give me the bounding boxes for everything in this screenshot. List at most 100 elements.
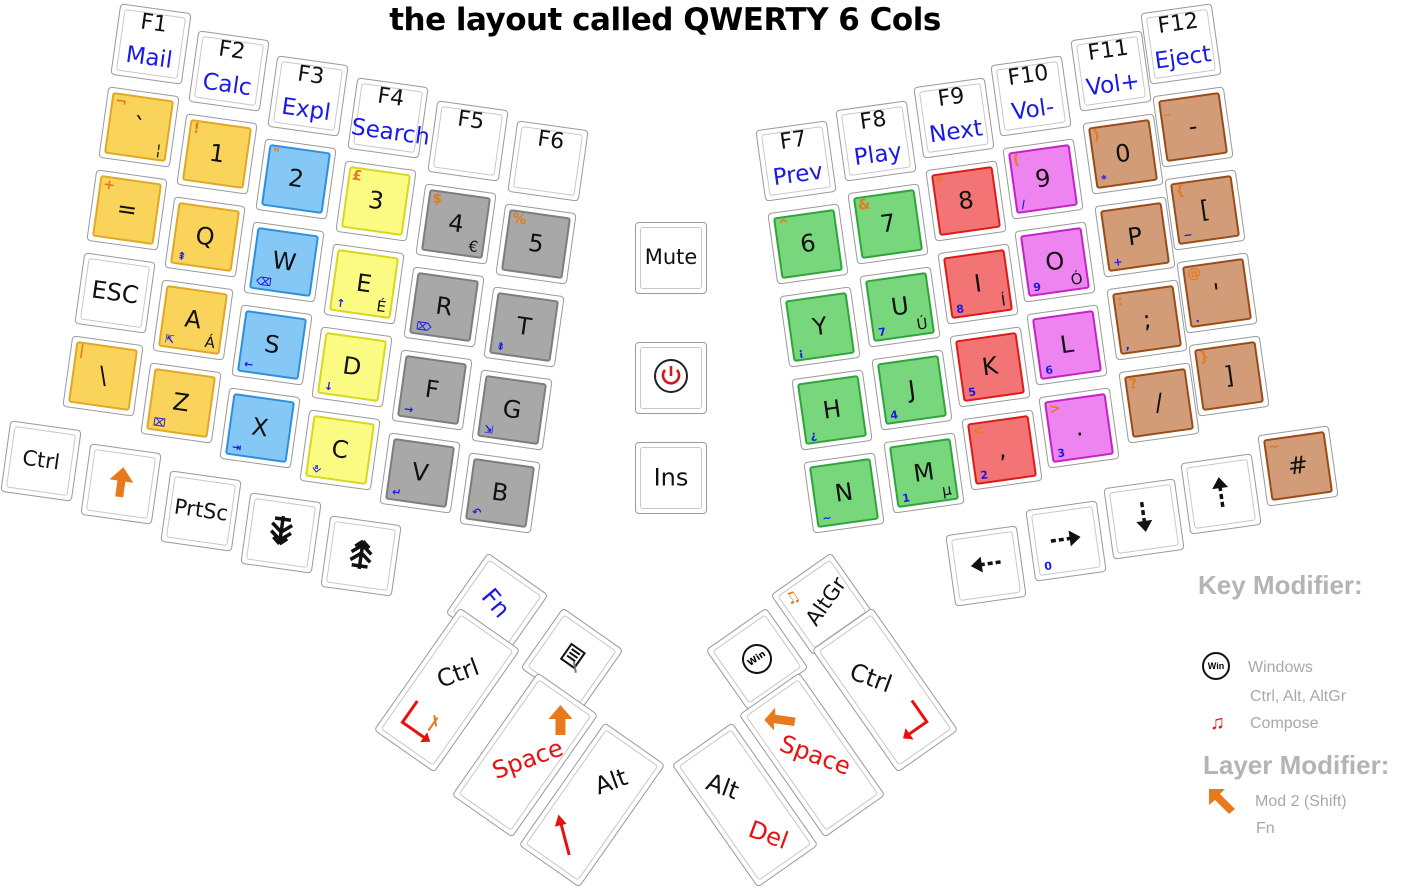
key-arrowrow-3-right[interactable] (1180, 453, 1262, 535)
shift-arrow-icon (536, 697, 582, 745)
legend-ctrl-alt: Ctrl, Alt, AltGr (1250, 688, 1347, 705)
key-bottom-4-right[interactable]: /? (1118, 362, 1200, 444)
key-home-1-left[interactable]: A⇱Á (152, 279, 234, 361)
key-layer-symbol: − (1182, 228, 1194, 243)
key-shift-symbol: ~ (1267, 438, 1281, 456)
key-num-3-right[interactable]: 9(/ (1002, 138, 1084, 220)
key-arrowrow-4-right[interactable]: #~ (1257, 425, 1339, 507)
key-num-3-left[interactable]: 3£ (335, 160, 417, 242)
key-shift-symbol: ^ (777, 216, 791, 234)
key-top-2-left[interactable]: W⌫ (243, 221, 325, 303)
left-alt-key[interactable]: Alt (518, 722, 666, 888)
page-title: the layout called QWERTY 6 Cols (389, 2, 941, 38)
key-num-5-right[interactable]: -_ (1152, 86, 1234, 168)
key-top-0-left[interactable]: =+ (86, 169, 168, 251)
key-top-4-left[interactable]: R⌦ (403, 266, 485, 348)
key-bottom-2-right[interactable]: ,<2 (961, 409, 1043, 491)
key-layer-symbol: ↵ (391, 485, 403, 500)
key-shift-symbol: + (102, 176, 117, 195)
key-num-1-left[interactable]: 1! (176, 113, 258, 195)
legend-windows: Windows (1248, 659, 1313, 676)
key-home-2-left[interactable]: S← (231, 304, 313, 386)
key-fn-5-left[interactable]: F6 (507, 120, 589, 202)
key-bottom-5-right[interactable]: ]} (1188, 335, 1270, 417)
key-layer-symbol: ~ (821, 511, 833, 526)
right-ctrl-key[interactable]: Ctrl (811, 607, 959, 773)
key-bottom-3-right[interactable]: .>3 (1038, 387, 1120, 469)
key-bottom-1-left[interactable]: Z⌧ (140, 362, 222, 444)
key-thumbrow-3-left[interactable] (240, 492, 322, 574)
key-home-3-left[interactable]: D↓ (311, 326, 393, 408)
key-layer-symbol: 4 (889, 408, 899, 423)
key-num-2-left[interactable]: 2" (255, 138, 337, 220)
key-home-5-right[interactable]: '@. (1176, 252, 1258, 334)
right-space-key[interactable]: Space (738, 672, 886, 838)
key-layer-symbol: ⇱ (164, 332, 176, 347)
key-bottom-4-left[interactable]: V↵ (379, 432, 461, 514)
key-home-5-left[interactable]: G⇲ (471, 369, 553, 451)
key-fn-4-left[interactable]: F5 (427, 100, 509, 182)
left-space-key[interactable]: Space (451, 672, 599, 838)
key-home-0-left[interactable]: ESC (74, 252, 156, 334)
key-num-2-right[interactable]: 8* (925, 160, 1007, 242)
key-layer-symbol: 6 (1044, 363, 1054, 378)
key-home-4-left[interactable]: F→ (391, 349, 473, 431)
key-home-0-right[interactable]: H¿ (791, 369, 873, 451)
key-arrowrow-0-right[interactable] (945, 525, 1027, 607)
key-top-0-right[interactable]: Y¡ (779, 286, 861, 368)
key-num-4-left[interactable]: 4$€ (415, 183, 497, 265)
up-arrow-icon (1184, 470, 1259, 517)
key-arrowrow-2-right[interactable] (1103, 478, 1185, 560)
key-top-5-right[interactable]: [{− (1164, 169, 1246, 251)
menu-key[interactable] (520, 607, 624, 711)
key-arrowrow-1-right[interactable]: 0 (1025, 500, 1107, 582)
key-num-5-left[interactable]: 5% (495, 203, 577, 285)
key-layer-symbol: ⇲ (483, 422, 495, 437)
key-num-0-right[interactable]: 6^ (767, 203, 849, 285)
key-top-4-right[interactable]: P+ (1094, 196, 1176, 278)
key-bottom-0-right[interactable]: N~ (803, 452, 885, 534)
ctrl-enter-icon (389, 695, 453, 760)
key-thumbrow-4-left[interactable] (320, 515, 402, 597)
key-home-4-right[interactable]: ;:, (1106, 279, 1188, 361)
key-bottom-3-left[interactable]: C⎀ (299, 409, 381, 491)
key-bottom-0-left[interactable]: \| (62, 335, 144, 417)
key-top-3-left[interactable]: E↑É (323, 243, 405, 325)
mute-key[interactable]: Mute (635, 222, 707, 294)
key-layer-symbol: ⇟ (495, 339, 507, 354)
key-num-1-right[interactable]: 7& (847, 183, 929, 265)
key-thumbrow-1-left[interactable] (80, 443, 162, 525)
ins-key[interactable]: Ins (635, 442, 707, 514)
page-down-icon (244, 509, 319, 556)
key-top-5-left[interactable]: T⇟ (483, 286, 565, 368)
key-layer-symbol: 7 (877, 325, 887, 340)
key-bottom-2-left[interactable]: X⇥ (219, 387, 301, 469)
key-layer-symbol: ← (243, 357, 255, 372)
key-top-1-left[interactable]: Q⇞ (164, 196, 246, 278)
power-key[interactable] (635, 342, 707, 414)
key-num-4-right[interactable]: 0)* (1082, 113, 1164, 195)
page-up-icon (324, 532, 399, 579)
key-thumbrow-2-left[interactable]: PrtSc (160, 470, 242, 552)
key-bottom-5-left[interactable]: B↶ (459, 452, 541, 534)
left-ctrl-key[interactable]: Ctrl (373, 607, 521, 773)
key-num-0-left[interactable]: `¬¦ (98, 86, 180, 168)
key-thumbrow-0-left[interactable]: Ctrl (0, 420, 82, 502)
